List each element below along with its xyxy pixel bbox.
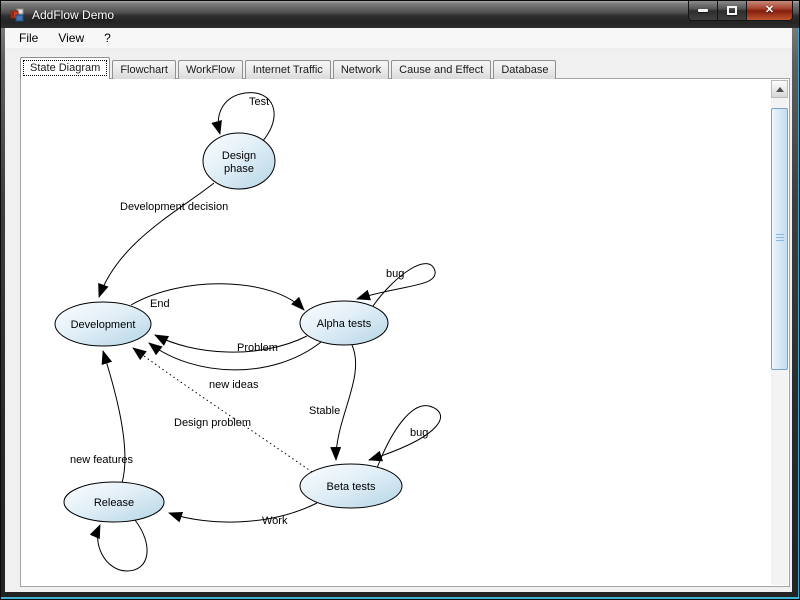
edge-work	[168, 502, 318, 523]
minimize-icon	[698, 9, 708, 12]
edge-label-alpha-bug: bug	[386, 268, 404, 280]
edge-new-features	[101, 350, 126, 484]
edge-release-self-loop	[89, 519, 148, 572]
client-area: File View ? State Diagram Flowchart Work…	[5, 28, 792, 592]
edge-label-beta-bug: bug	[410, 427, 428, 439]
close-button[interactable]: ✕	[747, 1, 793, 21]
edge-end	[130, 283, 305, 311]
app-icon	[9, 7, 25, 23]
svg-text:Beta tests: Beta tests	[327, 481, 376, 493]
window-controls: ✕	[688, 1, 793, 21]
node-release[interactable]: Release	[63, 481, 165, 523]
tab-workflow[interactable]: WorkFlow	[178, 60, 243, 79]
scrollbar-grip-icon	[776, 234, 784, 243]
tab-strip: State Diagram Flowchart WorkFlow Interne…	[20, 57, 558, 79]
svg-text:Design: Design	[222, 150, 256, 162]
edge-label-test: Test	[249, 96, 269, 108]
minimize-button[interactable]	[688, 1, 718, 21]
window-title: AddFlow Demo	[32, 7, 115, 22]
edge-label-new-ideas: new ideas	[209, 379, 259, 391]
maximize-icon	[727, 6, 737, 15]
edge-label-end: End	[150, 298, 170, 310]
tab-cause-and-effect[interactable]: Cause and Effect	[391, 60, 492, 79]
arrow-up-icon	[775, 86, 784, 92]
tab-state-diagram[interactable]: State Diagram	[20, 57, 111, 79]
svg-text:Alpha tests: Alpha tests	[317, 318, 372, 330]
edge-new-ideas	[148, 341, 322, 371]
tab-flowchart[interactable]: Flowchart	[112, 60, 176, 79]
edge-development-decision	[98, 182, 215, 298]
tab-database[interactable]: Database	[493, 60, 557, 79]
edge-label-problem: Problem	[237, 342, 278, 354]
edge-design-problem	[132, 347, 313, 473]
menu-view[interactable]: View	[58, 31, 85, 45]
maximize-button[interactable]	[718, 1, 747, 21]
vertical-scrollbar[interactable]	[771, 80, 788, 585]
menu-bar: File View ?	[5, 28, 792, 49]
window-edge-accent-right	[798, 28, 799, 597]
edge-label-new-features: new features	[70, 454, 133, 466]
node-development[interactable]: Development	[54, 301, 152, 347]
scrollbar-thumb[interactable]	[771, 108, 788, 370]
edge-label-development-decision: Development decision	[120, 201, 228, 213]
window-edge-accent-bottom	[1, 597, 799, 599]
edge-beta-bug-self-loop	[368, 405, 442, 469]
tab-network[interactable]: Network	[332, 60, 390, 79]
close-icon: ✕	[764, 4, 775, 16]
menu-file[interactable]: File	[19, 31, 39, 45]
edge-label-stable: Stable	[309, 405, 340, 417]
edge-problem	[154, 334, 308, 353]
edge-label-work: Work	[262, 515, 288, 527]
diagram-canvas[interactable]: Test Development decision End bug Proble…	[20, 78, 790, 587]
svg-text:phase: phase	[224, 163, 254, 175]
node-design-phase[interactable]: Design phase	[202, 132, 276, 190]
edge-stable	[330, 344, 357, 461]
tab-internet-traffic[interactable]: Internet Traffic	[244, 60, 331, 79]
scroll-up-button[interactable]	[771, 80, 788, 98]
edge-alpha-bug-self-loop	[356, 263, 436, 307]
svg-text:Development: Development	[71, 319, 136, 331]
svg-text:Release: Release	[94, 497, 134, 509]
menu-help[interactable]: ?	[104, 31, 111, 45]
state-diagram: Test Development decision End bug Proble…	[54, 92, 442, 572]
titlebar[interactable]: AddFlow Demo ✕	[1, 1, 799, 28]
node-beta-tests[interactable]: Beta tests	[299, 463, 403, 509]
edge-test-self-loop	[211, 92, 275, 143]
edge-label-design-problem: Design problem	[174, 417, 251, 429]
node-alpha-tests[interactable]: Alpha tests	[299, 300, 389, 346]
